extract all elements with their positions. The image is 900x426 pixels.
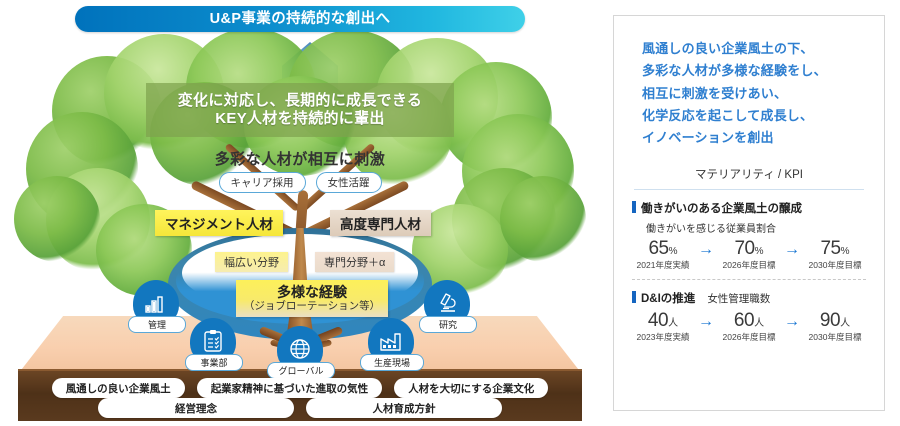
kpi-value-label: 2021年度実績 xyxy=(636,259,690,270)
header-pill: U&P事業の持続的な創出へ xyxy=(75,6,525,32)
chip-career-hire[interactable]: キャリア採用 xyxy=(218,172,306,193)
badge-label: 研究 xyxy=(419,316,477,333)
culture-row-secondary: 経営理念 人材育成方針 xyxy=(18,398,582,418)
field-label-wide: 幅広い分野 xyxy=(215,252,288,272)
key-message-line-1: 変化に対応し、長期的に成長できる xyxy=(177,91,423,109)
materiality-title: マテリアリティ / KPI xyxy=(695,168,803,181)
bar-chart-icon xyxy=(145,296,163,313)
badge-global[interactable]: グローバル xyxy=(267,326,335,379)
kpi-value-unit: 人 xyxy=(754,317,765,329)
chip-women-advancement[interactable]: 女性活躍 xyxy=(315,172,382,193)
culture-pill-management-philosophy[interactable]: 経営理念 xyxy=(98,398,294,418)
materiality-panel: 風通しの良い企業風土の下、 多彩な人材が多様な経験をし、 相互に刺激を受けあい、… xyxy=(613,15,885,411)
kpi-accent-bar xyxy=(632,200,636,213)
badge-label: グローバル xyxy=(267,362,335,379)
lead-line-4: 化学反応を起こして成長し、 xyxy=(642,108,814,124)
field-label-specialty-plus: 専門分野＋α xyxy=(315,252,395,272)
kpi-name: D&Iの推進 xyxy=(641,292,696,305)
kpi-value-label: 2026年度目標 xyxy=(722,259,776,270)
kpi-block-diversity: D&Iの推進 女性管理職数 40人 2023年度実績 → 60人 2026年度目… xyxy=(632,280,866,343)
arrow-icon: → xyxy=(698,240,714,258)
globe-icon xyxy=(290,339,310,359)
kpi-header: 働きがいのある企業風土の醸成 xyxy=(632,199,866,217)
lead-line-2: 多彩な人材が多様な経験をし、 xyxy=(642,63,827,79)
kpi-subtitle: 女性管理職数 xyxy=(707,292,771,305)
kpi-value-label: 2023年度実績 xyxy=(636,331,690,342)
lead-statement: 風通しの良い企業風土の下、 多彩な人材が多様な経験をし、 相互に刺激を受けあい、… xyxy=(632,38,866,150)
lead-line-1: 風通しの良い企業風土の下、 xyxy=(642,41,814,56)
kpi-value-unit: % xyxy=(668,245,678,257)
lead-line-3: 相互に刺激を受けあい、 xyxy=(642,85,788,101)
kpi-metric-label: 働きがいを感じる従業員割合 xyxy=(646,223,776,235)
arrow-icon: → xyxy=(698,312,714,330)
kpi-value-number: 65 xyxy=(648,237,669,259)
kpi-value-row: 40人 2023年度実績 → 60人 2026年度目標 → 90人 2030年度… xyxy=(632,310,866,343)
key-message-box: 変化に対応し、長期的に成長できる KEY人材を持続的に輩出 xyxy=(146,83,454,137)
factory-icon xyxy=(380,333,401,351)
culture-pill-people-first[interactable]: 人材を大切にする企業文化 xyxy=(394,378,549,398)
badge-kanri[interactable]: 管理 xyxy=(128,280,186,333)
kpi-value-cell: 90人 2030年度目標 xyxy=(804,310,866,343)
badge-label: 管理 xyxy=(128,316,186,333)
kpi-header: D&Iの推進 女性管理職数 xyxy=(632,289,866,307)
badge-research[interactable]: 研究 xyxy=(419,280,477,333)
key-message-line-2: KEY人材を持続的に輩出 xyxy=(215,109,385,127)
role-label-management: マネジメント人材 xyxy=(155,210,283,236)
kpi-value-cell: 75% 2030年度目標 xyxy=(804,238,866,271)
clipboard-checklist-icon xyxy=(204,330,222,352)
kpi-value-cell: 60人 2026年度目標 xyxy=(718,310,780,343)
talent-tree-diagram: U&P事業の持続的な創出へ 変化に対応し、長期的に成長できる KEY人材を持続的… xyxy=(0,6,600,421)
culture-pill-entrepreneurship[interactable]: 起業家精神に基づいた進取の気性 xyxy=(196,378,383,398)
kpi-value-number: 70 xyxy=(734,237,755,259)
badge-jigyoubu[interactable]: 事業部 xyxy=(185,318,243,371)
badge-label: 事業部 xyxy=(185,354,243,371)
kpi-value-unit: 人 xyxy=(840,317,851,329)
culture-row-primary: 風通しの良い企業風土 起業家精神に基づいた進取の気性 人材を大切にする企業文化 xyxy=(18,378,582,398)
kpi-value-row: 65% 2021年度実績 → 70% 2026年度目標 → 75% 2030年度… xyxy=(632,238,866,271)
kpi-value-cell: 65% 2021年度実績 xyxy=(632,238,694,271)
role-label-specialist: 高度専門人材 xyxy=(330,210,431,236)
lead-line-5: イノベーションを創出 xyxy=(642,130,774,146)
materiality-divider xyxy=(634,188,864,190)
kpi-value-unit: % xyxy=(840,245,850,257)
arrow-icon: → xyxy=(784,240,800,258)
kpi-value-unit: % xyxy=(754,245,764,257)
kpi-value-label: 2030年度目標 xyxy=(808,331,862,342)
kpi-value-number: 60 xyxy=(733,309,755,331)
microscope-icon xyxy=(440,293,456,312)
experience-title: 多様な経験 xyxy=(277,284,347,300)
diversity-heading: 多彩な人材が相互に刺激 xyxy=(214,151,386,168)
experience-subtitle: （ジョブローテーション等） xyxy=(243,300,381,313)
kpi-value-unit: 人 xyxy=(668,317,679,329)
badge-production[interactable]: 生産現場 xyxy=(360,318,424,371)
culture-pill-hr-development-policy[interactable]: 人材育成方針 xyxy=(306,398,502,418)
kpi-value-number: 40 xyxy=(647,309,669,331)
badge-label: 生産現場 xyxy=(360,354,424,371)
kpi-value-cell: 70% 2026年度目標 xyxy=(718,238,780,271)
kpi-separator xyxy=(632,278,866,280)
culture-pill-open-climate[interactable]: 風通しの良い企業風土 xyxy=(51,378,185,398)
kpi-accent-bar xyxy=(632,290,636,303)
kpi-name: 働きがいのある企業風土の醸成 xyxy=(641,202,802,215)
kpi-value-number: 90 xyxy=(819,309,841,331)
kpi-value-label: 2030年度目標 xyxy=(808,259,862,270)
experience-box: 多様な経験 （ジョブローテーション等） xyxy=(236,280,388,317)
kpi-value-label: 2026年度目標 xyxy=(722,331,776,342)
diversity-chip-group: キャリア採用 女性活躍 xyxy=(0,172,600,193)
kpi-value-number: 75 xyxy=(820,237,841,259)
kpi-value-cell: 40人 2023年度実績 xyxy=(632,310,694,343)
kpi-block-engagement: 働きがいのある企業風土の醸成 働きがいを感じる従業員割合 65% 2021年度実… xyxy=(632,190,866,271)
arrow-icon: → xyxy=(784,312,800,330)
